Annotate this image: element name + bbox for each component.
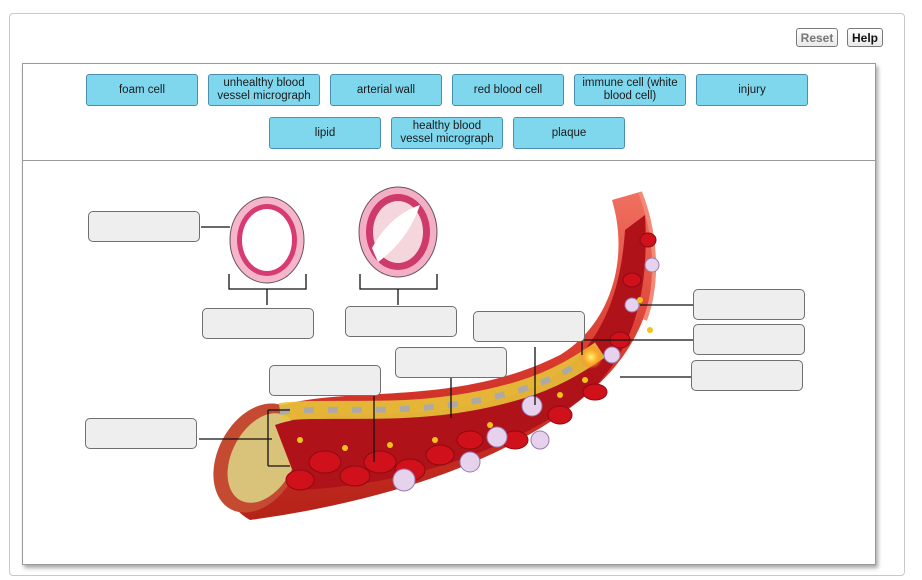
reset-button[interactable]: Reset [796,28,838,47]
label-chip-lipid[interactable]: lipid [269,117,381,149]
drop-target-lipid[interactable] [693,289,805,320]
label-chip-immune-cell[interactable]: immune cell (white blood cell) [574,74,686,106]
help-button[interactable]: Help [847,28,883,47]
label-chip-unhealthy-micrograph[interactable]: unhealthy blood vessel micrograph [208,74,320,106]
label-chip-foam-cell[interactable]: foam cell [86,74,198,106]
drop-target-unhealthy-wall[interactable] [202,308,314,339]
drop-target-injury[interactable] [693,324,805,355]
drop-target-unhealthy-micrograph[interactable] [88,211,200,242]
drop-target-arterial-wall[interactable] [691,360,803,391]
label-bank: foam cell unhealthy blood vessel microgr… [23,64,875,161]
immune-cell-group [392,257,660,492]
label-chip-arterial-wall[interactable]: arterial wall [330,74,442,106]
drop-target-foam-cell[interactable] [395,347,507,378]
label-chip-red-blood-cell[interactable]: red blood cell [452,74,564,106]
bracket-healthy [359,274,438,305]
drop-target-healthy-wall[interactable] [345,306,457,337]
unhealthy-micrograph-image [229,196,305,284]
bracket-unhealthy [228,274,307,305]
label-chip-plaque[interactable]: plaque [513,117,625,149]
label-chip-injury[interactable]: injury [696,74,808,106]
drop-target-plaque[interactable] [85,418,197,449]
injury-site [579,345,603,369]
artery-image [213,191,657,520]
drop-target-immune-cell[interactable] [473,311,585,342]
label-chip-healthy-micrograph[interactable]: healthy blood vessel micrograph [391,117,503,149]
lipid-droplets [297,297,653,451]
drop-target-red-blood-cell[interactable] [269,365,381,396]
healthy-micrograph-image [358,186,438,278]
